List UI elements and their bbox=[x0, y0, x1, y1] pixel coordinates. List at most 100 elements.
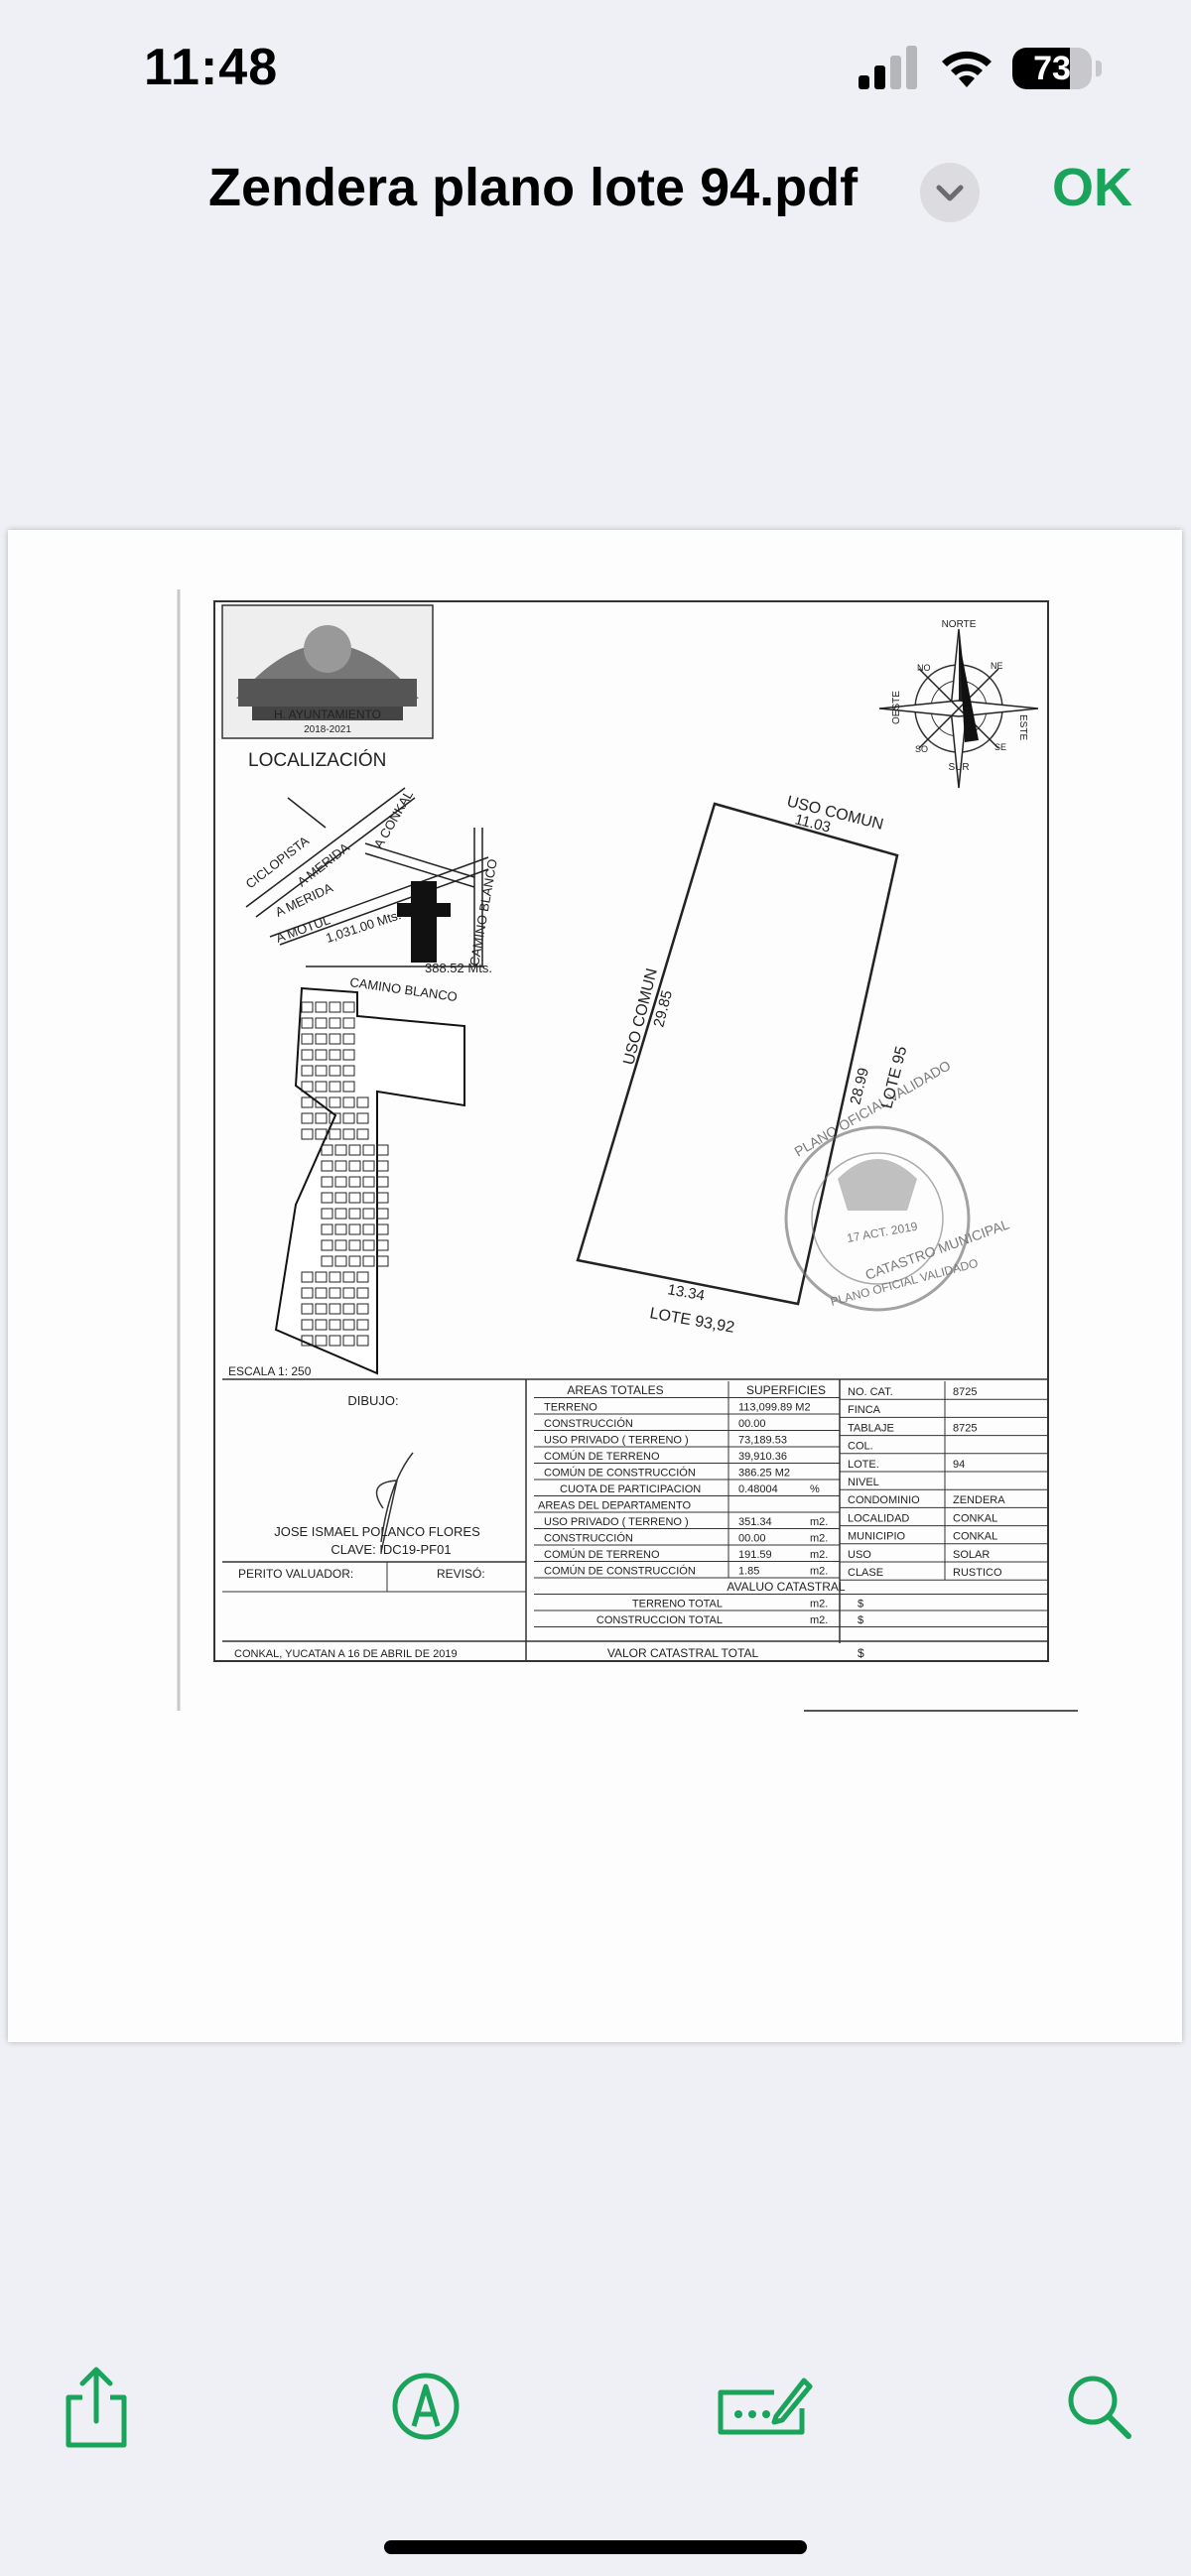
info-row-label: NO. CAT. bbox=[848, 1386, 893, 1398]
info-row-label: MUNICIPIO bbox=[848, 1531, 906, 1543]
document-title[interactable]: Zendera plano lote 94.pdf bbox=[208, 158, 859, 217]
map-lot-cell bbox=[329, 1065, 341, 1077]
map-lot-cell bbox=[315, 1319, 328, 1331]
map-lot-cell bbox=[321, 1176, 333, 1188]
map-lot-cell bbox=[348, 1224, 361, 1235]
map-lot-cell bbox=[321, 1192, 333, 1204]
map-lot-cell bbox=[315, 1335, 328, 1347]
logo-line1: H. AYUNTAMIENTO bbox=[274, 708, 381, 721]
map-lot-cell bbox=[356, 1287, 369, 1299]
info-row-value: CONKAL bbox=[953, 1531, 997, 1543]
ok-button[interactable]: OK bbox=[1052, 158, 1132, 217]
battery-level: 73 bbox=[1033, 50, 1071, 87]
info-row-value: 94 bbox=[953, 1459, 965, 1471]
map-lot-cell bbox=[342, 1319, 355, 1331]
map-lot-cell bbox=[301, 1287, 314, 1299]
map-lot-cell bbox=[348, 1176, 361, 1188]
map-lot-cell bbox=[376, 1192, 389, 1204]
compass-south: SUR bbox=[948, 762, 969, 773]
areas-row-value: 113,099.89 M2 bbox=[738, 1402, 811, 1414]
markup-button[interactable] bbox=[381, 2362, 470, 2451]
map-lot-cell bbox=[321, 1144, 333, 1156]
map-lot-cell bbox=[321, 1255, 333, 1267]
map-lot-cell bbox=[356, 1335, 369, 1347]
title-menu-button[interactable] bbox=[920, 163, 980, 222]
areas-row-value: 191.59 bbox=[738, 1549, 772, 1561]
lot-bottom-label: LOTE 93,92 bbox=[648, 1305, 735, 1337]
map-lot-cell bbox=[329, 1303, 341, 1315]
info-row-label: FINCA bbox=[848, 1404, 881, 1416]
map-lot-cell bbox=[315, 1017, 328, 1029]
areas-row-unit: m2. bbox=[810, 1516, 828, 1528]
avaluo-row-unit: m2. bbox=[810, 1614, 828, 1626]
map-lot-cell bbox=[334, 1224, 347, 1235]
areas-row-value: 00.00 bbox=[738, 1533, 766, 1545]
signature-button[interactable] bbox=[715, 2362, 814, 2451]
stamp-date: 17 ACT. 2019 bbox=[846, 1220, 919, 1245]
cellular-signal-icon bbox=[859, 46, 917, 89]
map-lot-cell bbox=[315, 1112, 328, 1124]
map-lot-cell bbox=[329, 1128, 341, 1140]
info-row-value: ZENDERA bbox=[953, 1494, 1005, 1506]
map-lot-cell bbox=[301, 1065, 314, 1077]
map-lot-cell bbox=[376, 1176, 389, 1188]
battery-icon: 73 bbox=[1012, 48, 1104, 89]
map-lot-cell bbox=[342, 1303, 355, 1315]
map-lot-cell bbox=[315, 1096, 328, 1108]
markup-icon bbox=[392, 2373, 460, 2440]
areas-row-value: 39,910.36 bbox=[738, 1451, 787, 1463]
map-lot-cell bbox=[342, 1335, 355, 1347]
areas-row-label: USO PRIVADO ( TERRENO ) bbox=[544, 1435, 689, 1447]
areas-header-left: AREAS TOTALES bbox=[567, 1383, 663, 1397]
map-lot-cell bbox=[362, 1176, 375, 1188]
map-lot-cell bbox=[356, 1303, 369, 1315]
avaluo-row-unit: m2. bbox=[810, 1599, 828, 1610]
map-lot-cell bbox=[342, 1128, 355, 1140]
map-lot-cell bbox=[301, 1319, 314, 1331]
share-icon bbox=[66, 2367, 127, 2448]
map-distance-2: 388.52 Mts. bbox=[425, 961, 492, 975]
areas-row-label: TERRENO bbox=[544, 1402, 597, 1414]
map-lot-cell bbox=[348, 1192, 361, 1204]
map-lot-cell bbox=[342, 1287, 355, 1299]
areas-row-value: 73,189.53 bbox=[738, 1435, 787, 1447]
scale-label: ESCALA 1: 250 bbox=[228, 1364, 312, 1378]
map-lot-cell bbox=[356, 1096, 369, 1108]
map-lot-cell bbox=[334, 1160, 347, 1172]
info-row-value: SOLAR bbox=[953, 1549, 990, 1561]
reviso-label: REVISÓ: bbox=[437, 1566, 485, 1581]
compass-sw: SO bbox=[915, 744, 928, 754]
areas-row-label: COMÚN DE TERRENO bbox=[544, 1548, 660, 1561]
map-lot-cell bbox=[362, 1224, 375, 1235]
map-lot-cell bbox=[329, 1271, 341, 1283]
share-button[interactable] bbox=[52, 2362, 141, 2451]
map-lot-cell bbox=[334, 1176, 347, 1188]
map-lot-cell bbox=[376, 1208, 389, 1220]
map-lot-cell bbox=[329, 1335, 341, 1347]
areas-header-right: SUPERFICIES bbox=[746, 1383, 826, 1397]
areas-row-label: AREAS DEL DEPARTAMENTO bbox=[538, 1500, 691, 1512]
info-row-label: CLASE bbox=[848, 1567, 883, 1579]
areas-row-unit: m2. bbox=[810, 1566, 828, 1578]
cadastral-plan: H. AYUNTAMIENTO 2018-2021 LOCALIZACIÓN N… bbox=[177, 589, 1078, 1712]
drawing-name: JOSE ISMAEL POLANCO FLORES bbox=[274, 1524, 480, 1539]
map-lot-cell bbox=[321, 1160, 333, 1172]
map-lot-cell bbox=[301, 1017, 314, 1029]
areas-row-label: COMÚN DE CONSTRUCCIÓN bbox=[544, 1467, 696, 1480]
map-lot-cell bbox=[329, 1319, 341, 1331]
areas-row-label: COMÚN DE TERRENO bbox=[544, 1450, 660, 1463]
map-lot-cell bbox=[301, 1271, 314, 1283]
avaluo-row-value: $ bbox=[858, 1599, 863, 1610]
map-lot-cell bbox=[348, 1144, 361, 1156]
map-lot-cell bbox=[376, 1255, 389, 1267]
avaluo-row-value: $ bbox=[858, 1614, 863, 1626]
info-row-value: 8725 bbox=[953, 1422, 977, 1434]
search-button[interactable] bbox=[1054, 2362, 1143, 2451]
info-row-label: USO bbox=[848, 1549, 871, 1561]
status-bar: 11:48 73 bbox=[0, 0, 1191, 139]
map-lot-cell bbox=[362, 1208, 375, 1220]
map-lot-cell bbox=[329, 1017, 341, 1029]
map-lot-cell bbox=[301, 1033, 314, 1045]
map-lot-cell bbox=[342, 1096, 355, 1108]
avaluo-title: AVALUO CATASTRAL bbox=[727, 1580, 845, 1594]
